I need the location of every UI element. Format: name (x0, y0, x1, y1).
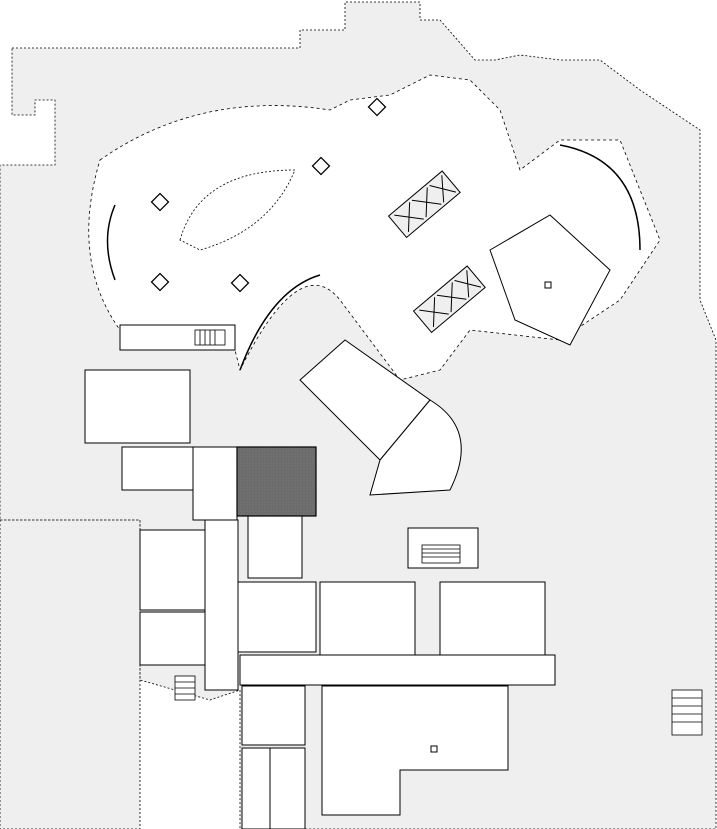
room[interactable] (489, 214, 611, 346)
diamond-marker (150, 192, 170, 212)
curved-wall-left (106, 204, 116, 281)
room[interactable] (247, 515, 303, 579)
selected-room[interactable] (236, 446, 317, 517)
corridor (239, 654, 556, 686)
diamond-marker (230, 273, 250, 293)
room[interactable] (237, 581, 317, 653)
corridor (204, 519, 239, 691)
diamond-markers (150, 97, 387, 293)
room[interactable] (321, 685, 509, 816)
room[interactable] (139, 529, 216, 611)
room[interactable] (269, 747, 306, 829)
room-marker (430, 745, 438, 753)
room[interactable] (121, 446, 194, 491)
diamond-marker (367, 97, 387, 117)
room[interactable] (139, 611, 206, 666)
curved-seating (559, 144, 641, 251)
elevator-bank (412, 265, 486, 334)
room[interactable] (369, 399, 462, 496)
diamond-marker (150, 272, 170, 292)
room[interactable] (439, 581, 546, 656)
corridor (192, 446, 238, 521)
room[interactable] (241, 747, 271, 829)
elevator-bank (387, 170, 461, 239)
atrium-wall-curve (239, 274, 321, 371)
dotted-island (179, 169, 296, 251)
diamond-marker (311, 156, 331, 176)
room[interactable] (319, 581, 416, 656)
stairs (174, 329, 703, 736)
room[interactable] (241, 685, 306, 746)
room[interactable] (84, 369, 191, 444)
room-marker (544, 281, 552, 289)
